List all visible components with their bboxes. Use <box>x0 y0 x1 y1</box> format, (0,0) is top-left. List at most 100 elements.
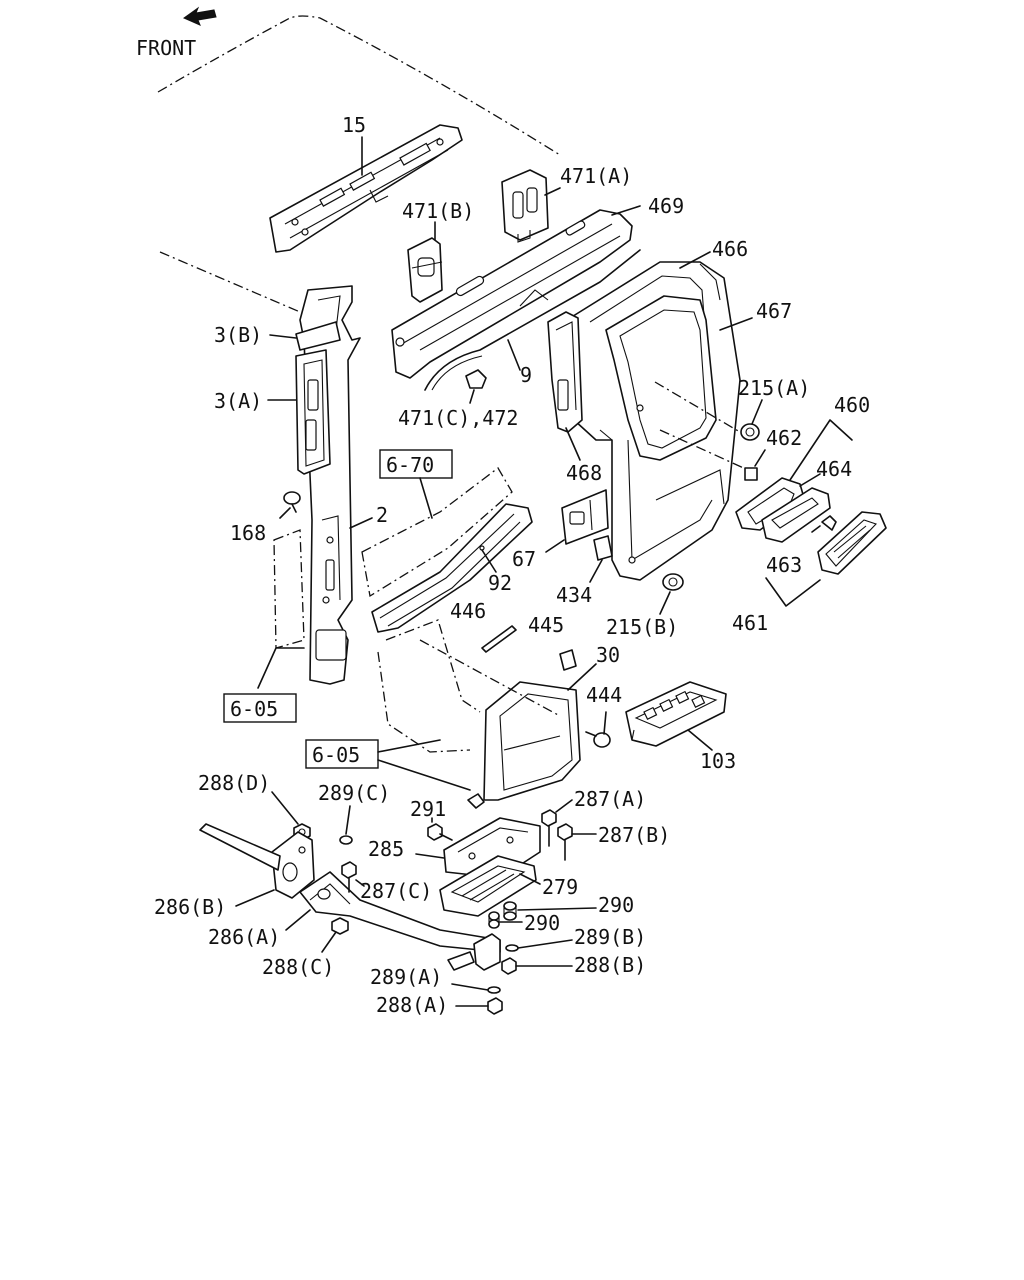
clip-471c-472 <box>465 369 487 389</box>
leader-466 <box>679 251 711 269</box>
roof-side-rail-469 <box>391 209 633 379</box>
leader-464 <box>799 473 821 487</box>
nut-288c <box>331 917 349 935</box>
leader-289c <box>345 805 351 835</box>
roof-rear-phantom-line <box>159 251 301 313</box>
grommet-215b <box>662 573 684 591</box>
leader-290a <box>517 907 597 911</box>
leader-6-70 <box>419 477 433 519</box>
bolt-287a <box>541 809 557 847</box>
washer-289c <box>339 835 353 845</box>
bracket-461 <box>765 577 821 607</box>
phantom-6-70 <box>361 467 513 598</box>
label-9: 9 <box>520 363 532 387</box>
label-286a: 286(A) <box>208 925 280 949</box>
leader-168 <box>279 507 291 519</box>
label-279: 279 <box>542 875 578 899</box>
label-288a: 288(A) <box>376 993 448 1017</box>
step-pad-103 <box>625 681 727 747</box>
label-471b: 471(B) <box>402 199 474 223</box>
phantom-6-05-arch-upper <box>385 619 481 713</box>
ref-box-6-05a <box>223 693 297 723</box>
inner-panel-468 <box>547 311 583 433</box>
label-289a: 289(A) <box>370 965 442 989</box>
label-168: 168 <box>230 521 266 545</box>
bracket-471a <box>501 169 549 243</box>
label-290b: 290 <box>524 911 560 935</box>
bracket-471b <box>407 237 443 303</box>
label-444: 444 <box>586 683 622 707</box>
leader-434 <box>589 559 603 583</box>
nut-288b <box>501 957 517 975</box>
label-215b: 215(B) <box>606 615 678 639</box>
label-15: 15 <box>342 113 366 137</box>
align-line-30 <box>419 639 561 717</box>
leader-9 <box>507 339 521 371</box>
leader-469 <box>611 205 641 216</box>
phantom-6-05-left <box>273 529 305 649</box>
ref-6-05b: 6-05 <box>312 743 360 767</box>
leader-288c <box>321 931 337 953</box>
leader-6-05b <box>377 739 471 791</box>
label-460: 460 <box>834 393 870 417</box>
rod-446 <box>481 625 517 653</box>
label-291: 291 <box>410 797 446 821</box>
leader-103 <box>687 729 713 751</box>
washer-289b <box>505 944 519 952</box>
leader-6-05a <box>257 647 305 689</box>
leader-471a <box>544 187 561 196</box>
leader-286b <box>235 889 275 907</box>
ref-6-70: 6-70 <box>386 453 434 477</box>
label-464: 464 <box>816 457 852 481</box>
label-3a: 3(A) <box>214 389 262 413</box>
label-463: 463 <box>766 553 802 577</box>
label-67: 67 <box>512 547 536 571</box>
pillar-trim-3b <box>295 321 341 351</box>
weatherstrip-9-inner <box>431 355 483 391</box>
leader-462 <box>754 449 766 467</box>
leader-3b <box>269 334 297 339</box>
leader-467 <box>719 317 753 331</box>
bolt-168 <box>283 491 301 513</box>
collar-290-upper <box>503 901 517 921</box>
leader-288d <box>271 791 299 825</box>
label-30: 30 <box>596 643 620 667</box>
clip-434 <box>593 535 613 561</box>
leader-289a <box>451 983 489 991</box>
rocker-panel-92 <box>371 503 533 633</box>
label-3b: 3(B) <box>214 323 262 347</box>
clip-462 <box>744 467 758 481</box>
label-287a: 287(A) <box>574 787 646 811</box>
frame-463 <box>761 487 831 543</box>
leader-215b <box>659 591 671 615</box>
label-461: 461 <box>732 611 768 635</box>
front-label: FRONT <box>136 36 196 60</box>
step-housing-30 <box>483 681 581 801</box>
bolt-287b <box>557 823 573 861</box>
ref-6-05a: 6-05 <box>230 697 278 721</box>
label-286b: 286(B) <box>154 895 226 919</box>
label-445: 445 <box>528 613 564 637</box>
leader-92 <box>481 549 497 573</box>
bolt-287c <box>341 861 357 893</box>
leader-286a <box>285 909 311 931</box>
label-466: 466 <box>712 237 748 261</box>
leader-279 <box>519 873 541 885</box>
bracket-286b <box>271 831 315 899</box>
phantom-6-05-arch <box>377 651 471 753</box>
label-289c: 289(C) <box>318 781 390 805</box>
bracket-460 <box>789 419 853 481</box>
align-line-215a <box>654 381 746 436</box>
label-288b: 288(B) <box>574 953 646 977</box>
grille-461 <box>817 511 887 575</box>
label-469: 469 <box>648 194 684 218</box>
label-290a: 290 <box>598 893 634 917</box>
label-467: 467 <box>756 299 792 323</box>
label-2: 2 <box>376 503 388 527</box>
arm-end-bracket <box>473 933 501 971</box>
leader-67 <box>545 539 565 553</box>
label-289b: 289(B) <box>574 925 646 949</box>
bracket-67 <box>561 489 609 545</box>
leader-468 <box>565 427 581 461</box>
leader-287a <box>555 799 573 813</box>
